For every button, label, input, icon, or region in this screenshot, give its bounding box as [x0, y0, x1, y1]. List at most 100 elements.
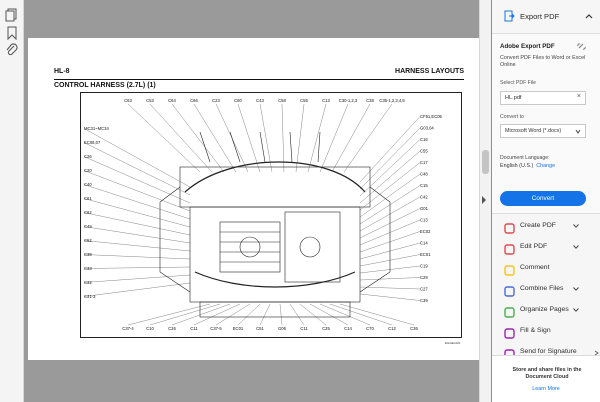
callout-leader [83, 266, 191, 269]
pdf-page [28, 38, 490, 360]
tool-item[interactable]: Combine Files [492, 279, 600, 299]
document-language: English (U.S.)Change [500, 163, 555, 169]
callout-leader [259, 103, 273, 173]
callout-label: C53 [146, 98, 154, 103]
callout-leader [359, 265, 421, 274]
callout-leader [359, 162, 421, 211]
callout-leader [359, 116, 421, 183]
callout-leader [319, 303, 371, 326]
chevron-down-icon[interactable] [573, 287, 579, 291]
callout-leader [83, 274, 191, 283]
callout-leader [149, 103, 213, 173]
convert-to-value: Microsoft Word (*.docx) [505, 128, 562, 134]
chevron-down-icon[interactable] [573, 245, 579, 249]
callout-label: G01 [420, 206, 429, 211]
tool-item[interactable]: Organize Pages [492, 300, 600, 320]
bookmark-icon[interactable] [5, 26, 19, 40]
tool-item[interactable]: Edit PDF [492, 237, 600, 257]
callout-leader [359, 277, 421, 281]
callout-leader [289, 303, 305, 326]
page-thumbnails-icon[interactable] [5, 8, 19, 22]
callout-label: C10 [146, 326, 154, 331]
callout-label: C42 [420, 195, 428, 200]
tool-item[interactable]: Create PDF [492, 216, 600, 236]
attachment-icon[interactable] [5, 43, 19, 57]
tool-item[interactable]: Comment [492, 258, 600, 278]
callout-label: C26 [168, 326, 176, 331]
tool-label: Edit PDF [520, 243, 548, 250]
callout-leader [83, 198, 191, 228]
callout-label: C38 [84, 252, 92, 257]
page-header-left: HL-8 [54, 68, 70, 75]
export-pdf-card: Adobe Export PDF Convert PDF Files to Wo… [492, 34, 600, 214]
convert-to-select[interactable]: Microsoft Word (*.docx) [500, 124, 586, 138]
callout-leader [339, 303, 415, 326]
callout-leader [127, 103, 201, 173]
callout-label: C15 [420, 183, 428, 188]
callout-label: C11 [300, 326, 308, 331]
callout-label: C26 [84, 154, 92, 159]
callout-label: C11 [190, 326, 198, 331]
harness-runners [199, 131, 321, 163]
export-pdf-header[interactable]: Export PDF [492, 0, 600, 34]
callout-label: C29 [420, 275, 428, 280]
callout-label: C61 [84, 196, 92, 201]
callout-leader [359, 242, 421, 260]
callout-leader [83, 184, 191, 220]
callout-leader [359, 139, 421, 197]
chevron-down-icon[interactable] [573, 224, 579, 228]
callout-label: C35-1,2,3,4,5 [379, 98, 405, 103]
callout-leader [215, 303, 251, 326]
page-header-right: HARNESS LAYOUTS [395, 68, 464, 75]
document-code: EGGEL601 [445, 341, 461, 345]
clear-file-icon[interactable]: × [576, 93, 581, 100]
callout-label: C39 [420, 298, 428, 303]
callout-leader [259, 303, 271, 326]
callout-label: C55 [300, 98, 308, 103]
fill-sign-icon [504, 326, 515, 339]
callout-leader [359, 173, 421, 218]
callout-label: C62 [84, 210, 92, 215]
engine-drawing [159, 131, 391, 318]
callout-leader [83, 170, 191, 212]
tool-label: Comment [520, 264, 550, 271]
learn-more-link[interactable]: Learn More [532, 386, 560, 392]
pulley-1 [239, 236, 261, 258]
tool-label: Fill & Sign [520, 327, 551, 334]
chevron-down-icon[interactable] [573, 308, 579, 312]
callout-leader [171, 103, 225, 173]
tools-panel: Export PDF Adobe Export PDF Convert PDF … [492, 0, 600, 402]
panel-chevron-right-icon[interactable] [594, 350, 599, 356]
callout-label: EC06,07 [84, 140, 101, 145]
callout-label: C13 [420, 218, 428, 223]
comment-icon [504, 263, 515, 276]
callout-label: C13 [322, 98, 330, 103]
left-bracket [159, 186, 191, 293]
tool-item[interactable]: Fill & Sign [492, 321, 600, 341]
callout-label: C20 [84, 168, 92, 173]
export-description: Convert PDF Files to Word or Excel Onlin… [500, 55, 586, 68]
callout-label: EC02 [420, 229, 431, 234]
callout-leader [83, 226, 191, 244]
callout-leader [309, 303, 349, 326]
callout-label: C37-4 [122, 326, 134, 331]
callout-leader [279, 303, 283, 326]
callout-leader [83, 156, 191, 204]
callout-label: C58 [278, 98, 286, 103]
callout-leader [83, 212, 191, 236]
collapse-right-icon[interactable] [481, 195, 487, 205]
convert-to-label: Convert to [500, 114, 524, 120]
callout-leader [149, 303, 221, 326]
callout-label: C49 [84, 224, 92, 229]
throttle-body [284, 211, 341, 283]
selected-file-field[interactable]: HL.pdf × [500, 91, 586, 105]
link-icon[interactable] [577, 42, 586, 51]
chevron-up-icon[interactable] [585, 13, 593, 19]
scroll-thumb[interactable] [482, 150, 489, 174]
diagram-frame [80, 92, 462, 338]
callout-leader [127, 303, 211, 326]
callout-label: C17 [420, 160, 428, 165]
callout-leader [215, 103, 249, 173]
change-language-link[interactable]: Change [536, 163, 556, 169]
convert-button[interactable]: Convert [500, 191, 586, 206]
